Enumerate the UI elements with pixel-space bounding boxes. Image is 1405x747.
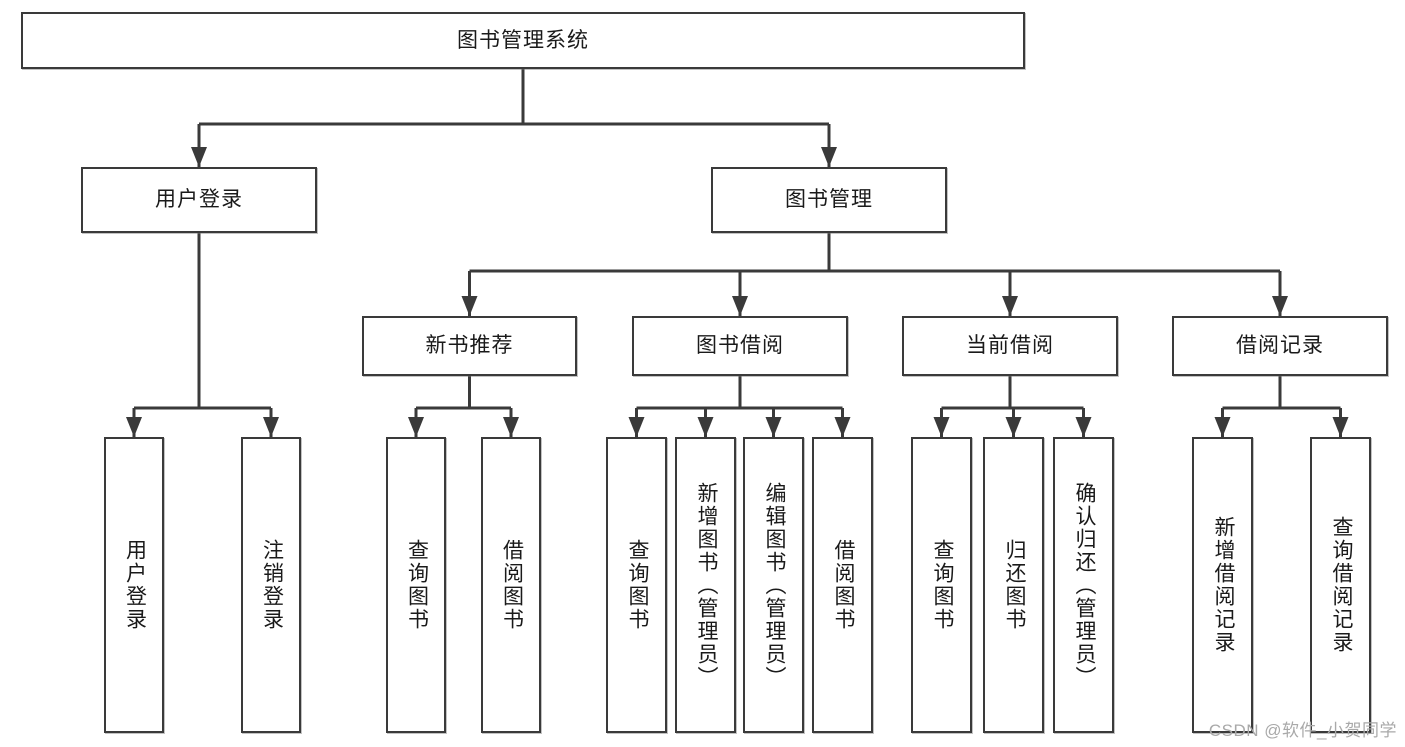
node-leaf-query-record[interactable]: 查询借阅记录 [1310,437,1371,733]
node-leaf-add-book[interactable]: 新增图书（管理员） [675,437,736,733]
arrowhead-borrow-record [1272,296,1288,316]
arrowhead-leaf-query-book-3 [933,417,950,437]
arrowhead-leaf-add-record [1214,417,1231,437]
node-label: 借阅记录 [1236,334,1324,358]
arrowhead-leaf-return-book [1005,417,1022,437]
arrowhead-leaf-query-book-2 [628,417,645,437]
node-label: 用户登录 [155,188,243,212]
node-leaf-query-book-2[interactable]: 查询图书 [606,437,667,733]
node-borrow-record[interactable]: 借阅记录 [1172,316,1388,376]
node-new-book-rec[interactable]: 新书推荐 [362,316,577,376]
node-label: 查询图书 [405,539,429,631]
node-leaf-borrow-book-1[interactable]: 借阅图书 [481,437,541,733]
node-root[interactable]: 图书管理系统 [21,12,1025,69]
node-current-borrow[interactable]: 当前借阅 [902,316,1118,376]
node-book-borrow[interactable]: 图书借阅 [632,316,848,376]
arrowhead-leaf-user-login [126,417,142,437]
node-leaf-logout[interactable]: 注销登录 [241,437,301,733]
node-label: 用户登录 [123,539,147,631]
node-label: 查询图书 [625,539,649,631]
node-label: 借阅图书 [831,539,855,631]
arrowhead-leaf-query-book-1 [408,417,424,437]
node-leaf-confirm-return[interactable]: 确认归还（管理员） [1053,437,1114,733]
arrowhead-leaf-edit-book [765,417,782,437]
arrowhead-leaf-logout [263,417,279,437]
arrowhead-leaf-borrow-book-1 [503,417,519,437]
watermark-label: CSDN @软件_小贺同学 [1208,721,1397,740]
node-label: 借阅图书 [500,539,524,631]
node-label: 新书推荐 [425,334,514,358]
arrowhead-leaf-confirm-return [1075,417,1092,437]
arrowhead-leaf-query-record [1332,417,1349,437]
node-label: 归还图书 [1002,539,1026,631]
arrowhead-leaf-add-book [697,417,714,437]
node-label: 图书管理 [785,188,873,212]
node-label: 注销登录 [260,539,284,631]
arrowhead-user-login [191,147,207,167]
node-leaf-user-login[interactable]: 用户登录 [104,437,164,733]
node-label: 当前借阅 [966,334,1054,358]
node-label: 确认归还（管理员） [1072,481,1096,689]
node-leaf-edit-book[interactable]: 编辑图书（管理员） [743,437,804,733]
node-leaf-add-record[interactable]: 新增借阅记录 [1192,437,1253,733]
node-book-manage[interactable]: 图书管理 [711,167,947,233]
node-label: 编辑图书（管理员） [762,481,786,689]
node-label: 新增图书（管理员） [694,481,718,689]
node-leaf-return-book[interactable]: 归还图书 [983,437,1044,733]
arrowhead-book-borrow [732,296,748,316]
node-user-login[interactable]: 用户登录 [81,167,317,233]
arrowhead-new-book-rec [461,296,478,316]
node-label: 图书管理系统 [457,28,589,52]
node-label: 图书借阅 [696,334,784,358]
node-leaf-query-book-3[interactable]: 查询图书 [911,437,972,733]
node-leaf-borrow-book-2[interactable]: 借阅图书 [812,437,873,733]
arrowhead-book-manage [821,147,837,167]
node-leaf-query-book-1[interactable]: 查询图书 [386,437,446,733]
node-label: 查询图书 [930,539,954,631]
arrowhead-current-borrow [1002,296,1018,316]
node-label: 新增借阅记录 [1211,516,1235,654]
node-label: 查询借阅记录 [1329,516,1353,654]
arrowhead-leaf-borrow-book-2 [834,417,851,437]
